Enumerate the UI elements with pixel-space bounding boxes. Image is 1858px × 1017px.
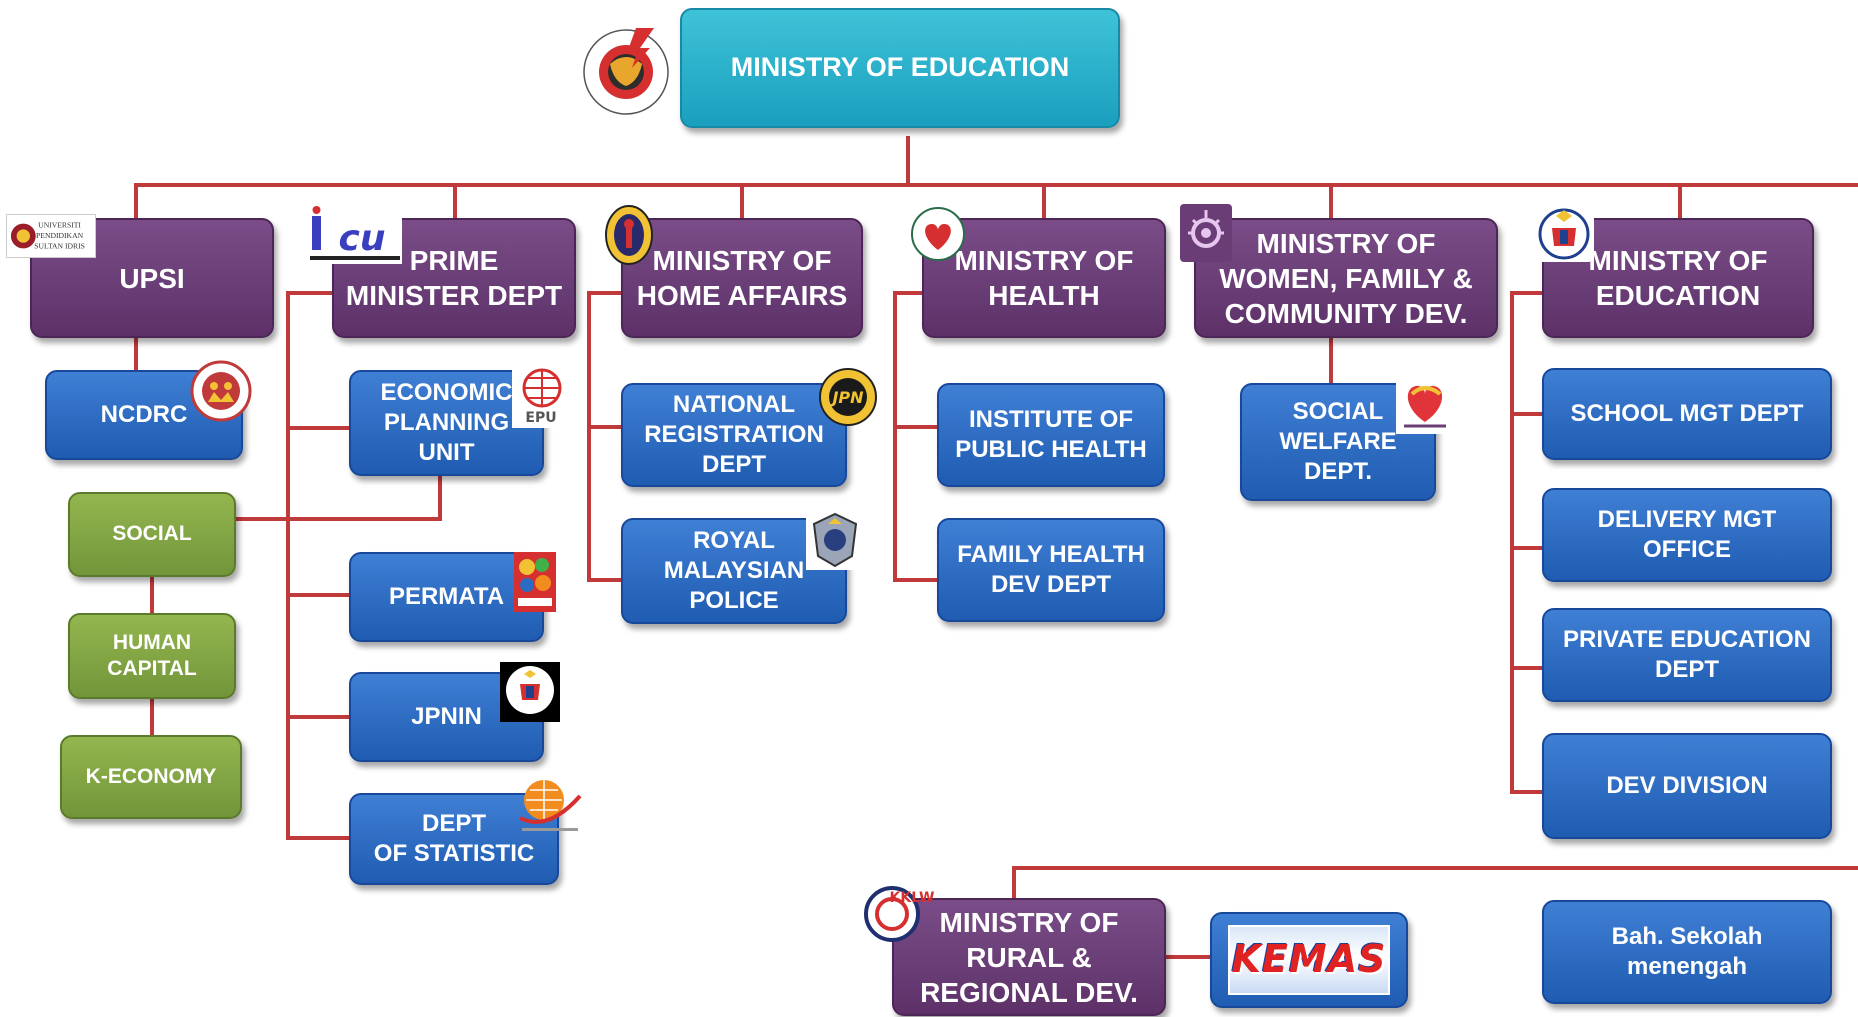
epu-logo: EPU	[512, 366, 570, 428]
private-education-dept-box[interactable]: PRIVATE EDUCATION DEPT	[1542, 608, 1832, 702]
ministry-of-women-family-community-box[interactable]: MINISTRY OF WOMEN, FAMILY & COMMUNITY DE…	[1194, 218, 1498, 338]
family-health-dev-dept-box[interactable]: FAMILY HEALTH DEV DEPT	[937, 518, 1165, 622]
permata-logo	[514, 552, 556, 612]
connector-pm-spine	[286, 291, 334, 840]
connector-epu-social	[286, 474, 442, 521]
human-capital-box[interactable]: HUMAN CAPITAL	[68, 613, 236, 699]
home-affairs-logo	[604, 204, 654, 266]
icu-logo: cu	[308, 206, 402, 264]
svg-text:PENDIDIKAN: PENDIDIKAN	[36, 231, 84, 240]
kemas-logo-text: KEMAS	[1231, 937, 1387, 982]
social-box[interactable]: SOCIAL	[68, 492, 236, 577]
k-economy-box[interactable]: K-ECONOMY	[60, 735, 242, 819]
school-mgt-dept-box[interactable]: SCHOOL MGT DEPT	[1542, 368, 1832, 460]
root-ministry-of-education-box[interactable]: MINISTRY OF EDUCATION	[680, 8, 1120, 128]
statistics-logo	[514, 776, 584, 838]
kklw-logo: KKLW	[862, 884, 938, 944]
connector-moe2-spine	[1510, 291, 1544, 794]
permata-box[interactable]: PERMATA	[349, 552, 544, 642]
epu-logo-text: EPU	[525, 410, 556, 426]
dev-division-box[interactable]: DEV DIVISION	[1542, 733, 1832, 839]
delivery-mgt-office-box[interactable]: DELIVERY MGT OFFICE	[1542, 488, 1832, 582]
kemas-logo: KEMAS	[1228, 925, 1390, 995]
national-registration-dept-box[interactable]: NATIONAL REGISTRATION DEPT	[621, 383, 847, 487]
upsi-logo: UNIVERSITI PENDIDIKAN SULTAN IDRIS	[6, 214, 96, 258]
higher-education-seal-logo	[580, 20, 672, 120]
institute-of-public-health-box[interactable]: INSTITUTE OF PUBLIC HEALTH	[937, 383, 1165, 487]
dept-of-statistic-box[interactable]: DEPT OF STATISTIC	[349, 793, 559, 885]
connector-home-spine	[587, 291, 623, 582]
social-welfare-logo	[1396, 372, 1454, 434]
connector-rural	[1012, 866, 1858, 902]
ncdrc-logo	[190, 360, 252, 422]
royal-malaysian-police-box[interactable]: ROYAL MALAYSIAN POLICE	[621, 518, 847, 624]
jpnin-logo	[500, 662, 560, 722]
svg-text:SULTAN IDRIS: SULTAN IDRIS	[34, 241, 85, 250]
economic-planning-unit-box[interactable]: ECONOMIC PLANNING UNIT	[349, 370, 544, 476]
bah-sekolah-menengah-box[interactable]: Bah. Sekolah menengah	[1542, 900, 1832, 1004]
health-logo	[908, 206, 968, 262]
jpn-logo: JPN	[818, 366, 878, 428]
moe-crest-logo	[1534, 206, 1594, 262]
svg-text:UNIVERSITI: UNIVERSITI	[38, 220, 81, 229]
ministry-of-rural-regional-dev-box[interactable]: MINISTRY OF RURAL & REGIONAL DEV.	[892, 898, 1166, 1016]
kemas-box[interactable]: KEMAS	[1210, 912, 1408, 1008]
jpn-logo-text: JPN	[829, 388, 864, 407]
ministry-of-home-affairs-box[interactable]: MINISTRY OF HOME AFFAIRS	[621, 218, 863, 338]
kklw-logo-text: KKLW	[890, 890, 935, 906]
police-logo	[806, 508, 864, 570]
connector-health-spine	[893, 291, 924, 582]
women-ministry-logo	[1180, 204, 1232, 262]
svg-text:cu: cu	[339, 218, 386, 259]
